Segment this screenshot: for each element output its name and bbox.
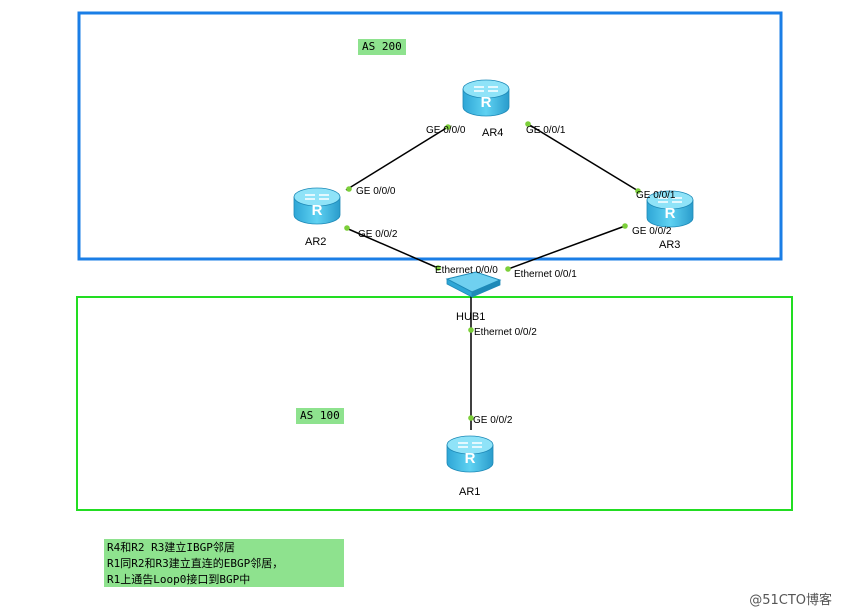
port-label-hub-eth001: Ethernet 0/0/1 xyxy=(514,269,577,280)
link-ar4-ar3[interactable] xyxy=(527,123,641,193)
port-label-ar4-ge000: GE 0/0/0 xyxy=(426,125,466,136)
port-label-hub-eth000: Ethernet 0/0/0 xyxy=(435,265,498,276)
hub-icon[interactable] xyxy=(445,271,502,298)
port-label-ar4-ge001: GE 0/0/1 xyxy=(526,125,566,136)
watermark: @51CTO博客 xyxy=(749,593,832,608)
device-label-ar1: AR1 xyxy=(459,486,480,498)
device-label-ar4: AR4 xyxy=(482,127,503,139)
device-label-ar2: AR2 xyxy=(305,236,326,248)
note-line-3: R1上通告Loop0接口到BGP中 xyxy=(107,573,251,586)
link-ar2-ar4[interactable] xyxy=(345,126,449,191)
port-label-hub-eth002: Ethernet 0/0/2 xyxy=(474,327,537,338)
note-line-2: R1同R2和R3建立直连的EBGP邻居， xyxy=(107,557,284,570)
link-ar3-hub[interactable] xyxy=(507,225,626,270)
port-label-ar3-ge002: GE 0/0/2 xyxy=(632,226,672,237)
as200-area xyxy=(77,11,783,261)
device-label-hub1: HUB1 xyxy=(456,311,485,323)
router-ar1-icon[interactable] xyxy=(446,435,494,473)
as100-area xyxy=(76,296,793,511)
router-ar4-icon[interactable] xyxy=(462,79,510,117)
device-label-ar3: AR3 xyxy=(659,239,680,251)
port-label-ar1-ge002: GE 0/0/2 xyxy=(473,415,513,426)
port-dots xyxy=(344,121,641,421)
port-label-ar2-ge002: GE 0/0/2 xyxy=(358,229,398,240)
port-label-ar3-ge001: GE 0/0/1 xyxy=(636,190,676,201)
link-ar2-hub[interactable] xyxy=(345,227,439,269)
note-line-1: R4和R2 R3建立IBGP邻居 xyxy=(107,541,235,554)
router-ar2-icon[interactable] xyxy=(293,187,341,225)
as200-label: AS 200 xyxy=(358,39,406,55)
config-note: R4和R2 R3建立IBGP邻居 R1同R2和R3建立直连的EBGP邻居， R1… xyxy=(104,539,344,587)
port-label-ar2-ge000: GE 0/0/0 xyxy=(356,186,396,197)
as100-label: AS 100 xyxy=(296,408,344,424)
